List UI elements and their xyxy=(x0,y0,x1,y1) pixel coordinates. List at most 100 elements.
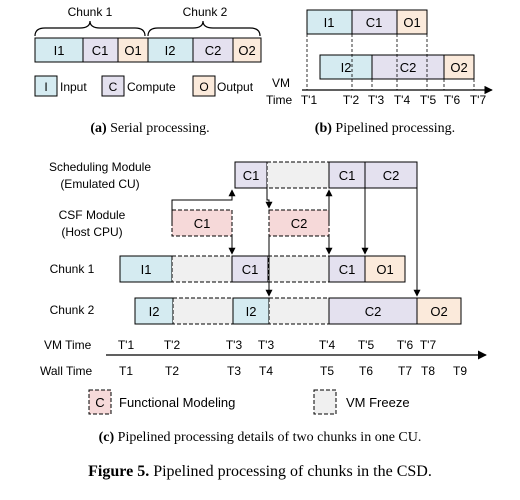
pipe-i2 xyxy=(319,54,373,80)
legend-input-label: Input xyxy=(60,80,87,94)
wall-tick-5: T5 xyxy=(320,364,334,378)
pipe-c1-label: C1 xyxy=(366,15,383,30)
pipe-vm-label: VM xyxy=(272,76,290,90)
chunk1-o1-label: O1 xyxy=(376,262,393,277)
box-c2-label: C2 xyxy=(205,43,222,58)
caption-b-text: Pipelined processing. xyxy=(332,121,455,136)
csf-c2-label: C2 xyxy=(291,216,308,231)
pipe-i1-label: I1 xyxy=(324,15,335,30)
chunk2-freeze-2 xyxy=(268,297,330,325)
pipe-tick-4: T'4 xyxy=(394,93,411,107)
box-c2 xyxy=(192,37,234,63)
vm-tick-3a: T'3 xyxy=(226,338,243,352)
legend-input-swatch xyxy=(34,75,58,97)
sched-freeze xyxy=(266,161,330,189)
flow-arrows xyxy=(171,188,421,297)
wall-tick-8: T8 xyxy=(421,364,435,378)
chunk2-c2 xyxy=(328,297,418,325)
row-label-sched-2: (Emulated CU) xyxy=(60,177,139,191)
caption-c-tag: (c) xyxy=(99,430,115,445)
sched-c2 xyxy=(364,161,418,189)
pipe-tick-7: T'7 xyxy=(470,93,487,107)
legend-compute-symbol: C xyxy=(109,80,118,94)
pipe-tick-3: T'3 xyxy=(368,93,385,107)
vm-tick-6: T'6 xyxy=(397,338,414,352)
legend-freeze-swatch xyxy=(313,389,337,415)
wall-tick-3: T3 xyxy=(227,364,241,378)
legend-compute-label: Compute xyxy=(127,80,176,94)
vm-tick-1: T'1 xyxy=(118,338,135,352)
sched-c2-label: C2 xyxy=(383,168,400,183)
vm-tick-5: T'5 xyxy=(358,338,375,352)
chunk2-freeze-1 xyxy=(172,297,234,325)
chunk2-label: Chunk 2 xyxy=(183,5,228,19)
pipe-i1 xyxy=(306,9,353,35)
legend-input-symbol: I xyxy=(44,80,47,94)
pipe-tick-6: T'6 xyxy=(444,93,461,107)
pipe-tick-2: T'2 xyxy=(343,93,360,107)
chunk2-o2-label: O2 xyxy=(430,304,447,319)
chunk1-c1-a-label: C1 xyxy=(242,262,259,277)
panel-c-details: Scheduling Module (Emulated CU) CSF Modu… xyxy=(40,160,487,445)
caption-b: (b) Pipelined processing. xyxy=(315,121,455,136)
chunk2-i2-b-label: I2 xyxy=(246,304,257,319)
box-o1-label: O1 xyxy=(124,43,141,58)
pipe-o1-label: O1 xyxy=(403,15,420,30)
chunk1-i1-label: I1 xyxy=(141,262,152,277)
row-label-chunk2: Chunk 2 xyxy=(50,303,95,317)
wall-tick-9: T9 xyxy=(453,364,467,378)
caption-b-tag: (b) xyxy=(315,121,332,136)
pipe-c2-label: C2 xyxy=(400,60,417,75)
chunk1-brace xyxy=(34,20,146,37)
wall-tick-2: T2 xyxy=(165,364,179,378)
box-i2-label: I2 xyxy=(165,43,176,58)
pipe-i2-label: I2 xyxy=(341,60,352,75)
row-label-chunk1: Chunk 1 xyxy=(50,262,95,276)
row-label-csf-1: CSF Module xyxy=(59,208,126,222)
pipe-ticks: T'1 T'2 T'3 T'4 T'5 T'6 T'7 xyxy=(301,93,487,107)
pipe-tick-5: T'5 xyxy=(420,93,437,107)
figure-caption: Figure 5. Pipelined processing of chunks… xyxy=(88,463,432,480)
wall-tick-4: T4 xyxy=(259,364,273,378)
legend-output-label: Output xyxy=(217,80,254,94)
pipe-tick-1: T'1 xyxy=(301,93,318,107)
panel-a-serial: Chunk 1 Chunk 2 I1 C1 O1 I2 C2 O2 I Inpu… xyxy=(34,5,262,136)
csf-c1-label: C1 xyxy=(194,216,211,231)
wall-ticks: T1 T2 T3 T4 T5 T6 T7 T8 T9 xyxy=(119,364,467,378)
legend-functional-symbol: C xyxy=(95,395,104,410)
pipe-dashed-guides xyxy=(306,34,475,90)
pipe-o2 xyxy=(443,54,475,80)
box-o2 xyxy=(232,37,262,63)
box-i1 xyxy=(34,37,84,63)
chunk1-o1 xyxy=(364,255,406,283)
box-c1-label: C1 xyxy=(92,43,109,58)
box-o1 xyxy=(117,37,149,63)
wall-tick-6: T6 xyxy=(359,364,373,378)
chunk2-c2-label: C2 xyxy=(365,304,382,319)
sched-c1-b-label: C1 xyxy=(339,168,356,183)
legend-compute-swatch xyxy=(101,75,125,97)
sched-c1-a-label: C1 xyxy=(243,168,260,183)
chunk2-o2 xyxy=(416,297,462,325)
chunk2-i2-a xyxy=(134,297,174,325)
wall-time-label: Wall Time xyxy=(40,364,93,378)
wall-tick-1: T1 xyxy=(119,364,133,378)
chunk2-i2-a-label: I2 xyxy=(149,304,160,319)
vm-tick-7: T'7 xyxy=(420,338,437,352)
pipe-o1 xyxy=(396,9,428,35)
figure-caption-tag: Figure 5. xyxy=(88,463,149,480)
chunk1-label: Chunk 1 xyxy=(68,5,113,19)
chunk1-freeze-2 xyxy=(267,255,330,283)
legend-output-symbol: O xyxy=(199,80,208,94)
row-label-sched-1: Scheduling Module xyxy=(49,160,151,174)
panel-b-pipelined: I1 C1 O1 I2 C2 O2 VM Time T'1 T'2 T'3 T'… xyxy=(266,9,493,136)
arrow-sched-to-csf2 xyxy=(265,188,273,209)
pipe-c2 xyxy=(371,54,445,80)
box-i1-label: I1 xyxy=(54,43,65,58)
legend-functional-swatch xyxy=(88,389,112,415)
legend-functional-label: Functional Modeling xyxy=(119,395,235,410)
vm-tick-3b: T'3 xyxy=(258,338,275,352)
chunk2-brace xyxy=(147,20,261,37)
row-label-csf-2: (Host CPU) xyxy=(61,225,122,239)
